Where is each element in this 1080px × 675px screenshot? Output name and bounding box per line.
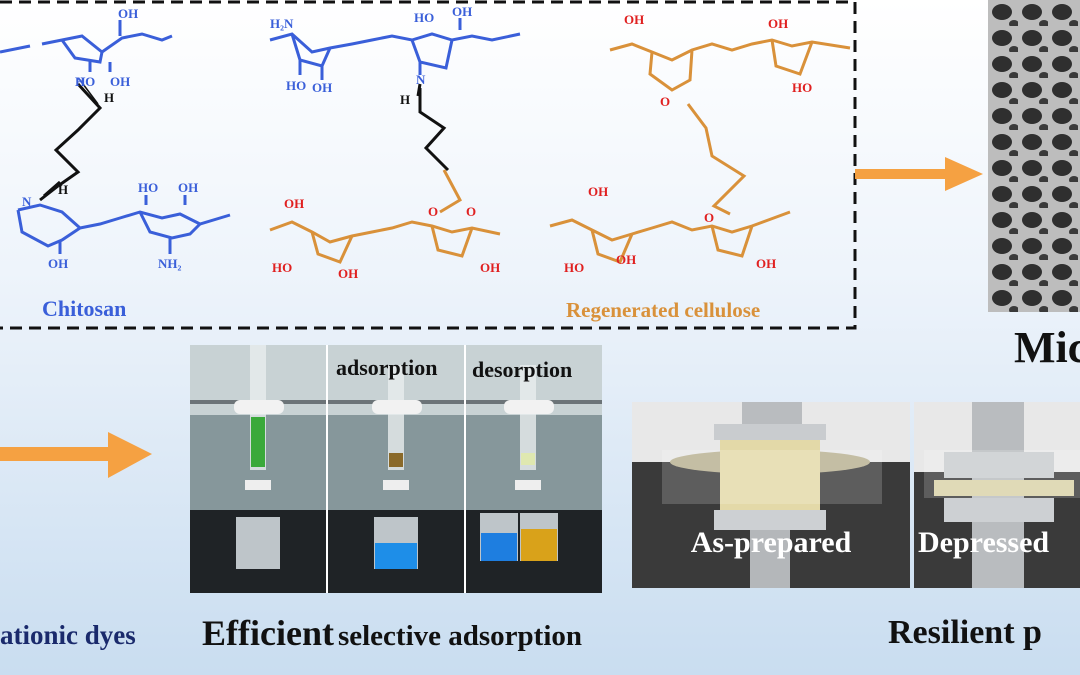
cationic-dyes-caption: ationic dyes <box>0 620 136 650</box>
atom-ho-6: HO <box>792 80 812 95</box>
atom-oh-7: OH <box>284 196 304 211</box>
atom-oh-3: OH <box>178 180 198 195</box>
as-prepared-label: As-prepared <box>690 526 852 559</box>
atom-ho-1: HO <box>75 74 95 89</box>
chitosan-bottom-chain <box>16 195 231 254</box>
atom-oh-4: OH <box>48 256 68 271</box>
cellulose-chains <box>269 38 851 264</box>
atom-h-1: H <box>104 90 114 105</box>
micro-label: Mic <box>1014 323 1080 372</box>
atom-n-3: N <box>416 72 426 87</box>
atom-oh-9: OH <box>480 260 500 275</box>
adsorption-label: adsorption <box>336 355 438 380</box>
atom-n-2: N <box>22 194 32 209</box>
atom-oh-6: OH <box>452 4 472 19</box>
atom-ho-4: HO <box>414 10 434 25</box>
glutaraldehyde-linker <box>39 79 450 202</box>
atom-oh-10: OH <box>624 12 644 27</box>
chitosan-top-chain <box>0 20 173 72</box>
atom-ho-5: HO <box>272 260 292 275</box>
crosslink-scheme: OH HO OH N H H N HO OH OH NH₂ H₂N HO OH … <box>0 0 857 330</box>
arrow-to-columns-icon <box>0 432 152 478</box>
depressed-label: Depressed <box>918 526 1050 559</box>
arrow-to-sem-icon <box>855 157 983 191</box>
column-photo-panel: adsorption desorption <box>190 345 602 593</box>
atom-h-2: H <box>58 182 68 197</box>
atom-h2n-1: H₂N <box>270 16 294 31</box>
atom-oh-2: OH <box>110 74 130 89</box>
cellulose-label: Regenerated cellulose <box>566 298 761 322</box>
atom-ho-2: HO <box>138 180 158 195</box>
efficient-caption: Efficient selective adsorption <box>202 612 582 654</box>
atom-ho-3: HO <box>286 78 306 93</box>
dashed-frame <box>0 0 857 330</box>
atom-h-3: H <box>400 92 410 107</box>
atom-oh-11: OH <box>768 16 788 31</box>
atom-oh-14: OH <box>756 256 776 271</box>
sem-micrograph <box>988 0 1080 312</box>
atom-ho-7: HO <box>564 260 584 275</box>
resilient-caption: Resilient p <box>888 614 1042 651</box>
atom-o-4: O <box>704 210 714 225</box>
atom-oh-12: OH <box>588 184 608 199</box>
atom-o-2: O <box>466 204 476 219</box>
atom-o-3: O <box>660 94 670 109</box>
efficient-caption-rest: selective adsorption <box>337 620 583 652</box>
atom-oh-13: OH <box>616 252 636 267</box>
chitosan-middle-chain <box>269 18 521 80</box>
efficient-caption-big: Efficient <box>202 613 334 653</box>
chitosan-label: Chitosan <box>42 296 127 321</box>
depressed-photo: Depressed <box>914 402 1080 588</box>
atom-oh-8: OH <box>338 266 358 281</box>
atom-oh-1: OH <box>118 6 138 21</box>
as-prepared-photo: As-prepared <box>632 402 910 588</box>
atom-nh2-1: NH₂ <box>158 256 182 271</box>
atom-o-1: O <box>428 204 438 219</box>
desorption-label: desorption <box>472 357 573 382</box>
atom-n-1: N <box>76 74 86 89</box>
atom-oh-5: OH <box>312 80 332 95</box>
